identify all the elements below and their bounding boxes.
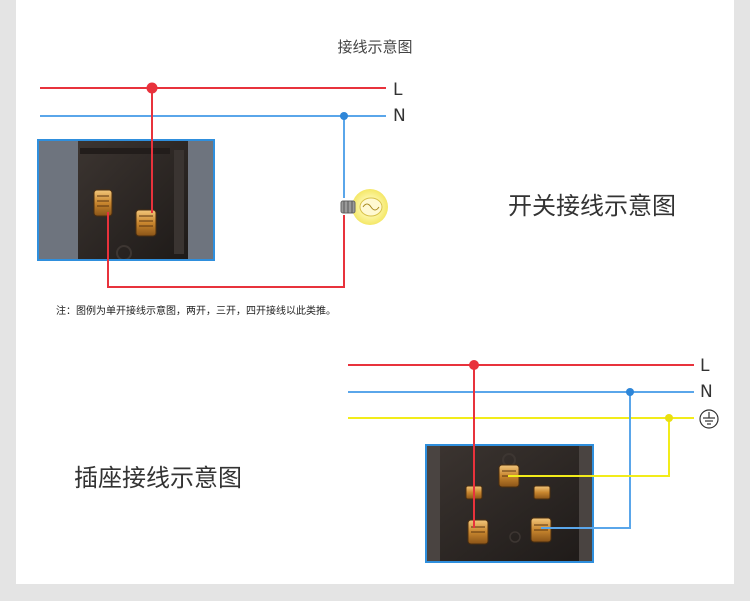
wiring-diagram-page: 接线示意图 L N [16, 0, 734, 584]
switch-live-junction [146, 82, 158, 94]
switch-live-label: L [393, 80, 403, 100]
switch-device [37, 139, 215, 261]
socket-device [425, 444, 594, 563]
socket-neutral-junction [626, 388, 634, 396]
switch-diagram-note: 注：图例为单开接线示意图，两开，三开，四开接线以此类推。 [56, 306, 336, 317]
socket-neutral-drop [541, 392, 631, 529]
socket-ground-drop [508, 418, 670, 477]
lightbulb-icon [340, 189, 388, 225]
page-title: 接线示意图 [337, 38, 413, 56]
switch-return-wire [107, 212, 345, 288]
switch-terminal-right [135, 209, 157, 237]
socket-live-label: L [700, 356, 710, 376]
socket-ground-junction [665, 414, 673, 422]
socket-live-junction [469, 360, 479, 370]
socket-neutral-label: N [700, 382, 713, 402]
switch-terminal-left [93, 189, 113, 217]
switch-neutral-label: N [393, 106, 406, 126]
socket-diagram-title: 插座接线示意图 [74, 464, 242, 492]
switch-neutral-junction [340, 112, 348, 120]
socket-diagram: L N [348, 356, 719, 563]
switch-diagram: L N [37, 80, 406, 288]
socket-frame [425, 444, 594, 563]
wiring-diagram-canvas: L N [37, 80, 719, 563]
socket-terminal-bottom-right [530, 517, 552, 543]
socket-terminal-mid-right [533, 485, 551, 500]
switch-frame [37, 139, 215, 261]
switch-diagram-title: 开关接线示意图 [508, 192, 676, 220]
ground-icon [699, 409, 719, 429]
socket-terminal-bottom-left [467, 519, 489, 545]
